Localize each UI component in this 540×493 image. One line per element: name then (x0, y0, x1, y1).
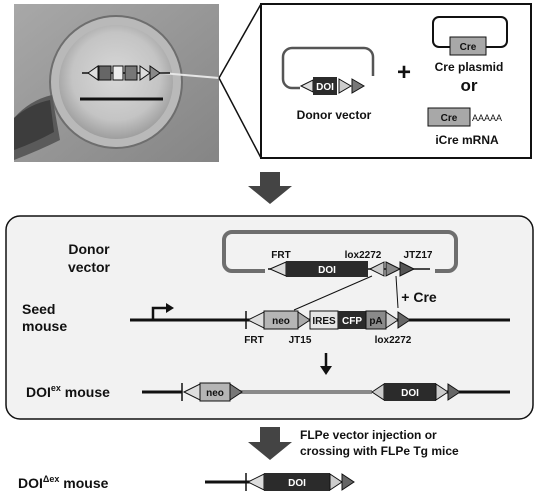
plus-cre-label: + Cre (401, 289, 437, 305)
injection-photo (14, 4, 220, 162)
icre-box-label: Cre (441, 113, 458, 124)
cre-plasmid: Cre Cre plasmid (432, 16, 508, 74)
cre-plasmid-box-label: Cre (460, 42, 477, 53)
doiex-label: DOIex mouse (26, 383, 110, 400)
lox2272-bottom-label: lox2272 (375, 335, 412, 346)
frt-bottom-label: FRT (244, 335, 263, 346)
icre-mrna: Cre AAAAA iCre mRNA (427, 107, 502, 147)
cre-plasmid-label: Cre plasmid (435, 60, 504, 74)
top-doi-box (313, 77, 337, 95)
promoter-arrow-icon (151, 306, 168, 320)
doiex-locus: neo DOI (142, 382, 510, 402)
big-down-arrow-2 (248, 427, 292, 460)
big-down-arrow-1 (248, 172, 292, 204)
mid-doi-label: DOI (318, 265, 336, 276)
small-down-arrow (320, 366, 332, 375)
or-label: or (461, 76, 478, 95)
top-plus-sign: + (397, 59, 411, 86)
seed-label-1: Seed (22, 301, 55, 317)
mid-donor-label-2: vector (68, 259, 111, 275)
icre-polya: AAAAA (472, 113, 502, 123)
mid-donor-vector: DOI (222, 230, 458, 283)
lox2272-top-label: lox2272 (345, 250, 382, 261)
mid-donor-label-1: Donor (68, 241, 110, 257)
cfp-label: CFP (342, 316, 362, 327)
frt-top-label: FRT (271, 250, 290, 261)
jtz17-label: JTZ17 (404, 250, 433, 261)
top-donor-label: Donor vector (297, 108, 372, 122)
seed-neo-label: neo (272, 316, 290, 327)
flpe-note-line2: crossing with FLPe Tg mice (300, 444, 459, 458)
seed-label-2: mouse (22, 318, 67, 334)
pa-label: pA (369, 316, 382, 327)
doiex-neo-label: neo (206, 388, 224, 399)
doidex-locus: DOI (205, 473, 355, 491)
seed-mouse-locus: neo IRES CFP pA (130, 303, 510, 330)
top-donor-vector: DOI Donor vector (281, 46, 380, 122)
doiex-doi-label: DOI (401, 388, 419, 399)
icre-label: iCre mRNA (435, 133, 499, 147)
doidex-label: DOIΔex mouse (18, 474, 109, 491)
flpe-note-line1: FLPe vector injection or (300, 428, 437, 442)
photo-vector-overlay (82, 65, 170, 81)
jt15-label: JT15 (289, 335, 312, 346)
top-doi-label: DOI (316, 82, 334, 93)
ires-label: IRES (312, 316, 336, 327)
doidex-doi-label: DOI (288, 478, 306, 489)
